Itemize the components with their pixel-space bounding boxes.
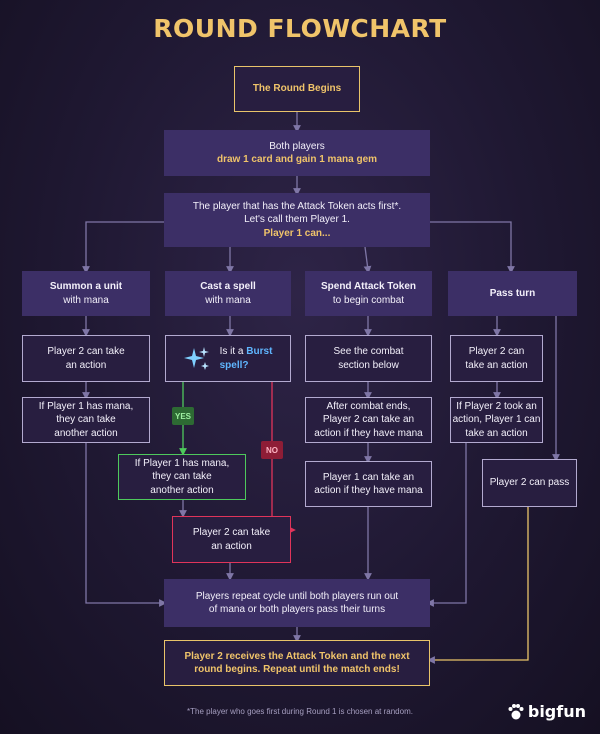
node-label: Is it a <box>219 346 244 357</box>
node-p1-action-if-mana: Player 1 can take an action if they have… <box>305 461 432 507</box>
node-label: Player 2 can pass <box>489 477 570 489</box>
node-round-begins: The Round Begins <box>234 66 360 112</box>
node-no-p2-take-action: Player 2 can take an action <box>172 516 291 563</box>
node-label: If Player 1 has mana, <box>134 457 230 469</box>
node-both-players: Both players draw 1 card and gain 1 mana… <box>164 130 430 176</box>
node-p2-can-pass: Player 2 can pass <box>482 459 577 507</box>
node-label: See the combat <box>333 346 404 357</box>
node-spend-attack-token: Spend Attack Token to begin combat <box>305 271 432 316</box>
node-label: action if they have mana <box>314 427 423 439</box>
node-p2-can-take-action: Player 2 can take an action <box>450 335 543 382</box>
node-label-highlight: round begins. Repeat until the match end… <box>194 664 400 675</box>
paw-icon <box>508 703 524 719</box>
node-label-highlight: Player 1 can... <box>263 227 331 239</box>
node-label: with mana <box>63 294 109 306</box>
node-label: The Round Begins <box>252 83 342 95</box>
node-label: action, Player 1 can <box>452 414 541 426</box>
node-label: Cast a spell <box>200 281 256 292</box>
node-label: they can take <box>152 471 212 483</box>
node-label: Pass turn <box>489 287 536 299</box>
burst-row: Is it a Burst spell? <box>183 345 273 372</box>
node-label: another action <box>150 484 214 496</box>
node-label: Both players <box>269 140 325 152</box>
node-label: an action <box>211 540 252 552</box>
burst-keyword: Burst <box>246 346 273 357</box>
node-repeat-cycle: Players repeat cycle until both players … <box>164 579 430 627</box>
node-label: Summon a unit <box>49 281 123 292</box>
node-after-combat: After combat ends, Player 2 can take an … <box>305 397 432 443</box>
node-p2-take-action: Player 2 can take an action <box>22 335 150 382</box>
node-label: Player 2 can take <box>192 527 271 538</box>
badge-no: NO <box>261 441 283 459</box>
footnote: *The player who goes first during Round … <box>187 707 413 716</box>
node-label: section below <box>338 359 399 371</box>
node-yes-p1-has-mana: If Player 1 has mana, they can take anot… <box>118 454 246 500</box>
node-label: After combat ends, <box>326 400 411 412</box>
node-label: they can take <box>56 414 116 426</box>
node-final: Player 2 receives the Attack Token and t… <box>164 640 430 686</box>
node-label: Player 2 can take an <box>322 414 415 426</box>
node-label-highlight: Player 2 receives the Attack Token and t… <box>184 650 410 662</box>
node-summon-unit: Summon a unit with mana <box>22 271 150 316</box>
node-label: If Player 2 took an <box>456 400 537 412</box>
burst-text: Is it a Burst spell? <box>220 345 273 372</box>
sparkle-icon <box>183 346 209 370</box>
node-label: action if they have mana <box>314 485 423 496</box>
node-label: Let's call them Player 1. <box>244 214 350 226</box>
node-label: Player 2 can <box>468 346 525 357</box>
node-label: take an action <box>465 359 528 371</box>
node-label: spell? <box>219 359 249 371</box>
node-label: If Player 1 has mana, <box>38 400 134 412</box>
node-label-highlight: draw 1 card and gain 1 mana gem <box>216 154 378 165</box>
node-label: take an action <box>465 427 528 439</box>
node-p2-took-action: If Player 2 took an action, Player 1 can… <box>450 397 543 443</box>
node-attack-token: The player that has the Attack Token act… <box>164 193 430 247</box>
burst-line-1: Is it a Burst <box>220 345 273 359</box>
node-burst-question: Is it a Burst spell? <box>165 335 291 382</box>
node-label: an action <box>65 359 107 371</box>
node-label: Player 1 can take an <box>322 471 415 483</box>
node-label: of mana or both players pass their turns <box>208 604 386 615</box>
node-see-combat: See the combat section below <box>305 335 432 382</box>
badge-yes: YES <box>172 407 194 425</box>
bigfun-logo: bigfun <box>507 702 586 721</box>
node-label: with mana <box>205 294 251 306</box>
page-title: ROUND FLOWCHART <box>153 14 447 43</box>
node-p1-has-mana: If Player 1 has mana, they can take anot… <box>22 397 150 443</box>
brand-name: bigfun <box>527 702 586 721</box>
node-label: The player that has the Attack Token act… <box>192 200 402 212</box>
node-label: another action <box>54 427 118 439</box>
node-cast-spell: Cast a spell with mana <box>165 271 291 316</box>
node-label: Players repeat cycle until both players … <box>195 590 399 602</box>
node-label: Player 2 can take <box>47 346 125 357</box>
node-label: to begin combat <box>332 294 405 306</box>
node-label: Spend Attack Token <box>320 281 416 292</box>
node-pass-turn: Pass turn <box>448 271 577 316</box>
